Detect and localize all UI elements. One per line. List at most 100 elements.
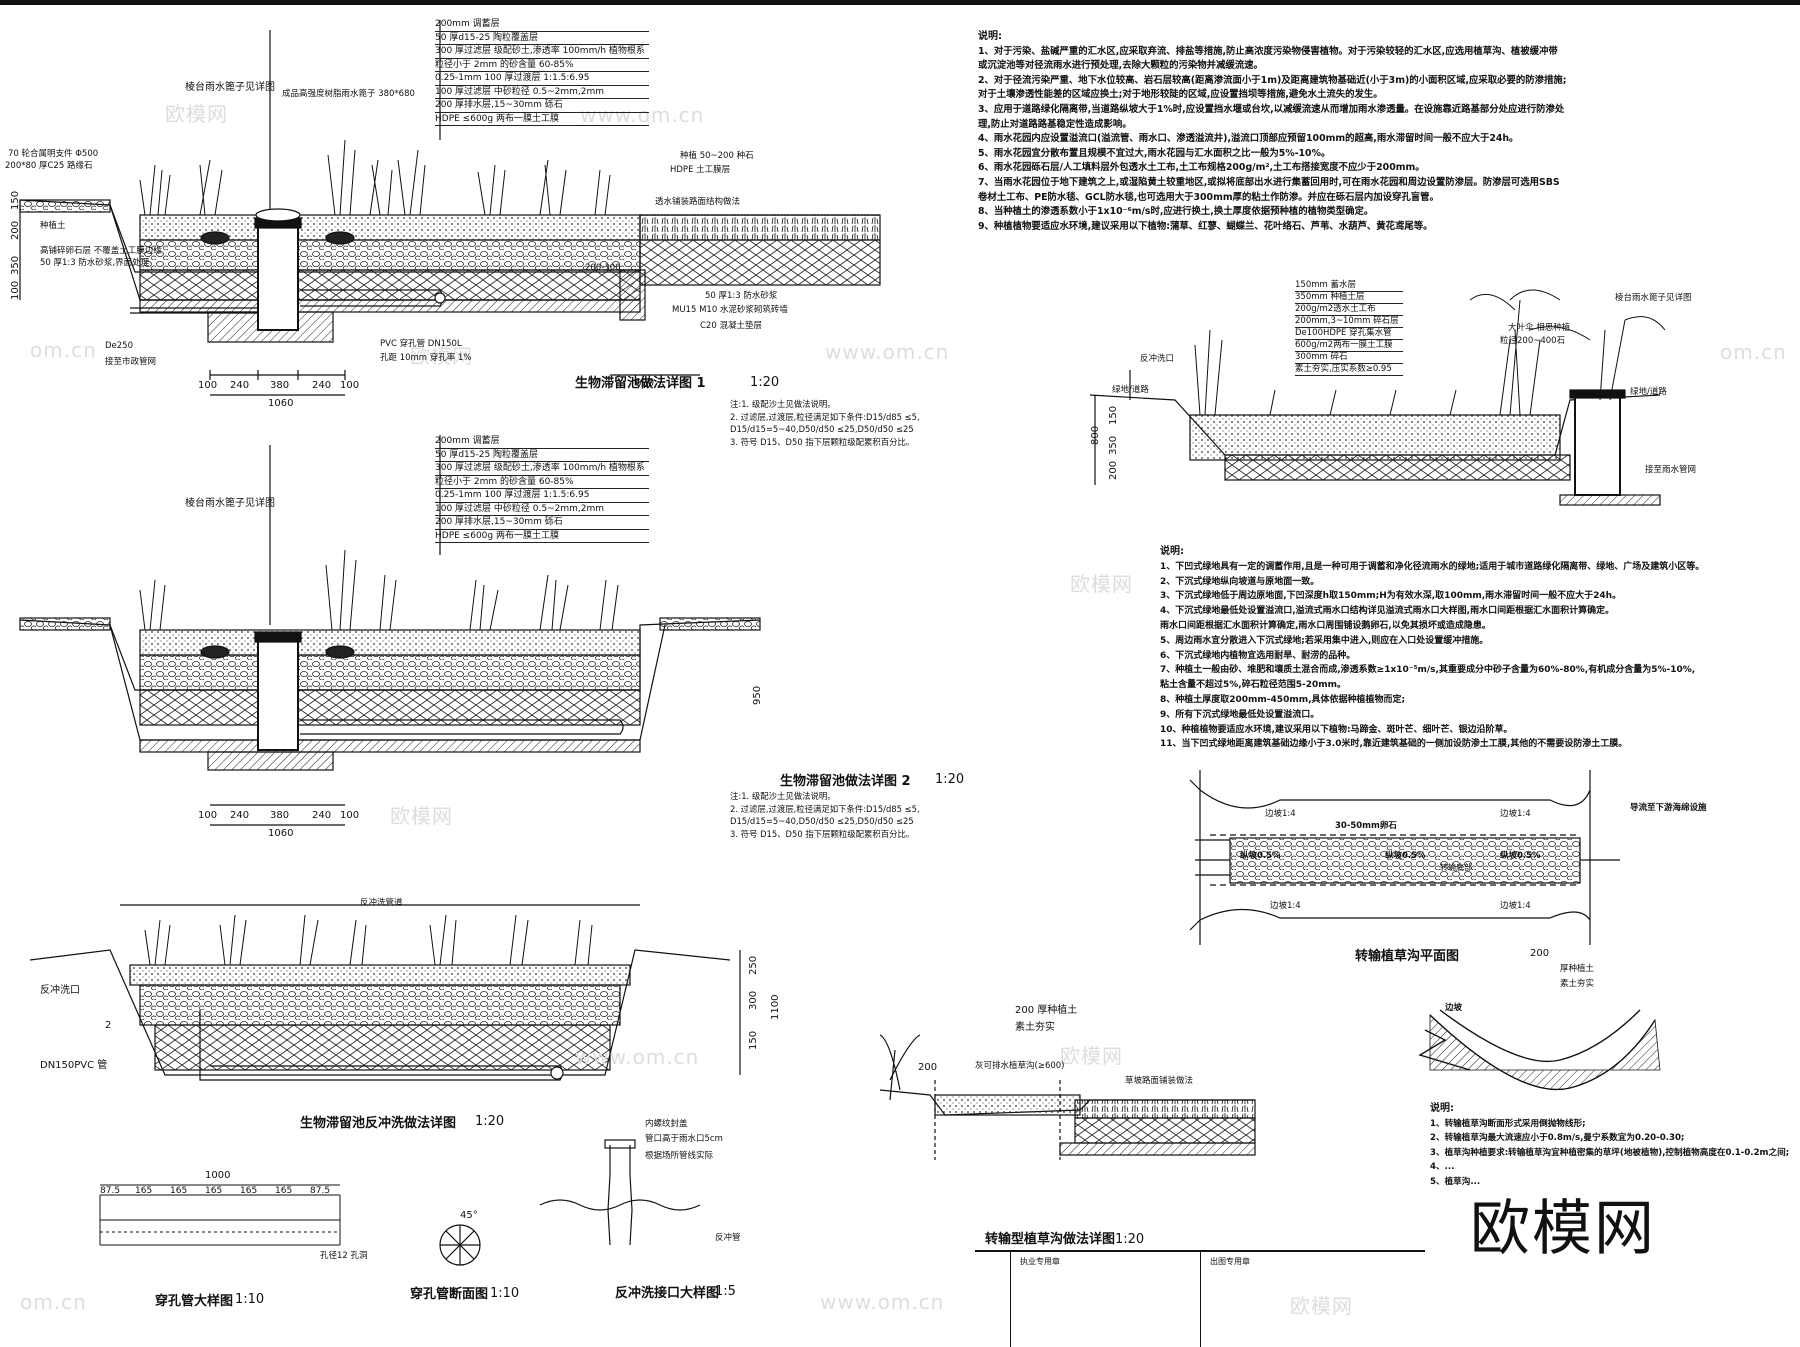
layer-label: 300mm 碎石 xyxy=(1295,352,1403,364)
grade-label: 纵坡0.5% xyxy=(1240,851,1281,861)
angle-label: 45° xyxy=(460,1210,478,1221)
dim-text: 1060 xyxy=(268,828,294,839)
dim-text: 380 xyxy=(270,810,290,821)
site-label: 根据场所管线实际 xyxy=(645,1151,714,1161)
dim-label: 200-300 xyxy=(585,263,621,273)
edge-label: 绿地/道路 xyxy=(1112,385,1149,395)
detail2-notes: 注:1. 级配沙土见做法说明。 2. 过滤层,过渡层,粒径满足如下条件:D15/… xyxy=(730,790,920,840)
dim-text: 150 xyxy=(748,1030,759,1050)
backwash-interface-drawing xyxy=(539,1139,701,1246)
dim-text: 200 xyxy=(918,1062,938,1073)
brand-logo: 欧模网 xyxy=(1470,1194,1656,1264)
layer-label: 300 厚过滤层 级配砂土,渗透率 100mm/h 植物根系 xyxy=(435,45,649,59)
note-line: 1、对于污染、盐碱严重的汇水区,应采取弃流、排盐等措施,防止高浓度污染物侵害植物… xyxy=(978,45,1558,57)
note-line: 2. 过滤层,过渡层,粒径满足如下条件:D15/d85 ≤5, xyxy=(730,411,920,422)
note-line: 3. 符号 D15、D50 指下层颗粒级配累积百分比。 xyxy=(730,436,915,447)
notes-heading: 说明: xyxy=(1430,1103,1454,1114)
dim-text: 200 xyxy=(1530,948,1550,959)
title-block-rule xyxy=(1010,1250,1011,1347)
plant-label: 大叶伞 相思种植 xyxy=(1508,323,1571,333)
note-line: 4、雨水花园内应设置溢流口(溢流管、雨水口、渗透溢流井),溢流口顶部应预留100… xyxy=(978,133,1519,145)
bottom-label: 转输底部 xyxy=(1440,863,1472,872)
dim-text: 200 xyxy=(10,220,21,240)
dim-text: 100 xyxy=(198,380,218,391)
dim-text: 200 xyxy=(1108,460,1119,480)
pipe-detail-title: 穿孔管大样图 xyxy=(155,1294,234,1309)
grate-note: 棱台雨水篦子见详图 xyxy=(185,498,275,509)
note-line: 2、转输植草沟最大流速应小于0.8m/s,曼宁系数宜为0.20-0.30; xyxy=(1430,1133,1685,1144)
note-line: 粘土含量不超过5%,碎石粒径范围5-20mm。 xyxy=(1160,680,1346,691)
dim-text: 800 xyxy=(1090,425,1101,445)
outlet-label: De250 xyxy=(105,341,133,351)
detail2-title: 生物滞留池做法详图 2 xyxy=(780,774,911,789)
green-layer-stack: 150mm 蓄水层 350mm 种植土层 200g/m2透水土工布 200mm,… xyxy=(1295,280,1403,376)
layer-label: 粒径小于 2mm 的砂含量 60-85% xyxy=(435,59,649,72)
notes-second: 说明: 1、下凹式绿地具有一定的调蓄作用,且是一种可用于调蓄和净化径流雨水的绿地… xyxy=(1160,545,1704,752)
note-line: 6、下沉式绿地内植物宜选用耐旱、耐涝的品种。 xyxy=(1160,650,1356,661)
dim-text: 100 xyxy=(198,810,218,821)
membrane-label: HDPE 土工膜层 xyxy=(670,165,731,175)
note-line: 2、对于径流污染严重、地下水位较高、岩石层较高(距离渗流面小于1m)及距离建筑物… xyxy=(978,74,1567,86)
layer-label: 200g/m2透水土工布 xyxy=(1295,304,1403,316)
gravel-label: 高铺碎卵石层 不覆盖土工膜边缘 xyxy=(40,246,162,256)
dim-text: 240 xyxy=(230,380,250,391)
dim-text: 1100 xyxy=(770,994,781,1020)
layer-label: 素土夯实,压实系数≥0.95 xyxy=(1295,364,1403,376)
detail1-notes: 注:1. 级配沙土见做法说明。 2. 过滤层,过渡层,粒径满足如下条件:D15/… xyxy=(730,398,920,448)
layer-label: 50 厚d15-25 陶粒覆盖层 xyxy=(435,449,649,462)
layer-label: 200mm 调蓄层 xyxy=(435,435,649,449)
base-label: 素土夯实 xyxy=(1015,1022,1055,1033)
backwash-title: 反冲洗接口大样图 xyxy=(615,1286,720,1301)
layer-label: 150mm 蓄水层 xyxy=(1295,280,1403,292)
watermark-text: 欧模网 xyxy=(1070,572,1133,596)
layer-label: 200 厚排水层,15~30mm 砾石 xyxy=(435,99,649,113)
height-label: 管口高于雨水口5cm xyxy=(645,1134,723,1144)
swale-width-label: 灰可排水植草沟(≥600) xyxy=(975,1061,1065,1071)
slope-label: 边坡1:4 xyxy=(1500,901,1531,911)
layer-label: 200 厚排水层,15~30mm 砾石 xyxy=(435,516,649,530)
grate-note: 棱台雨水篦子见详图 xyxy=(1615,293,1692,303)
soil-label: 种植土 xyxy=(40,221,66,231)
swale-section-title: 转输型植草沟做法详图 xyxy=(985,1232,1116,1247)
note-line: 对于土壤渗透性能差的区域应换土;对于地形较陡的区域,应设置挡坝等措施,避免水土流… xyxy=(978,89,1383,101)
note-line: 3. 符号 D15、D50 指下层颗粒级配累积百分比。 xyxy=(730,828,915,839)
dim-text: 680 xyxy=(635,378,655,389)
note-line: 5、植草沟... xyxy=(1430,1176,1481,1187)
note-line: 理,防止对道路路基稳定性造成影响。 xyxy=(978,118,1132,130)
note-line: 11、当下凹式绿地距离建筑基础边缘小于3.0米时,靠近建筑基础的一侧加设防渗土工… xyxy=(1160,739,1628,750)
stone-label: 粒径200~400石 xyxy=(1500,336,1566,346)
slope-label: 边坡1:4 xyxy=(1500,809,1531,819)
swale-section-drawing xyxy=(879,1034,1256,1160)
watermark-text: 欧模网 xyxy=(390,804,453,828)
soil-label: 厚种植土 xyxy=(1560,964,1595,974)
detail2-scale: 1:20 xyxy=(935,772,965,787)
slope-label: 边坡 xyxy=(1445,1003,1463,1013)
dim-text: 950 xyxy=(752,685,763,705)
note-line: 4、... xyxy=(1430,1162,1455,1173)
cap-label: 内螺纹封盖 xyxy=(645,1119,688,1129)
layer-label: 50 厚d15-25 陶粒覆盖层 xyxy=(435,32,649,45)
detail2-layer-stack: 200mm 调蓄层 50 厚d15-25 陶粒覆盖层 300 厚过滤层 级配砂土… xyxy=(435,435,649,543)
grade-label: 纵坡0.5% xyxy=(1500,851,1541,861)
note-line: 6、雨水花园砾石层/人工填料层外包透水土工布,土工布规格200g/m²,土工布搭… xyxy=(978,162,1425,174)
dim-text: 240 xyxy=(312,380,332,391)
swale-plan-drawing xyxy=(1189,770,1620,945)
paving-label: 透水铺装路面结构做法 xyxy=(655,197,741,207)
dim-text: 165 xyxy=(205,1186,223,1196)
sunken-green-drawing xyxy=(1089,289,1666,506)
dim-text: 1060 xyxy=(268,398,294,409)
dim-text: 150 xyxy=(10,190,21,210)
dim-text: 380 xyxy=(270,380,290,391)
note-line: 9、所有下沉式绿地最低处设置溢流口。 xyxy=(1160,709,1320,720)
layer-label: HDPE ≤600g 两布一膜土工膜 xyxy=(435,530,649,543)
watermark-text: 欧模网 xyxy=(1060,1044,1123,1068)
pipe-detail-scale: 1:10 xyxy=(235,1292,265,1307)
note-line: 8、种植土厚度取200mm-450mm,具体依据种植植物而定; xyxy=(1160,694,1406,705)
dim-text: 165 xyxy=(275,1186,293,1196)
layer-label: 0.25-1mm 100 厚过渡层 1:1.5:6.95 xyxy=(435,489,649,503)
outlet-label: 接至市政管网 xyxy=(105,357,157,367)
watermark-text: 欧模网 xyxy=(165,102,228,126)
pipe-label: 反冲洗管道 xyxy=(360,898,403,908)
note-line: 注:1. 级配沙土见做法说明。 xyxy=(730,399,836,409)
